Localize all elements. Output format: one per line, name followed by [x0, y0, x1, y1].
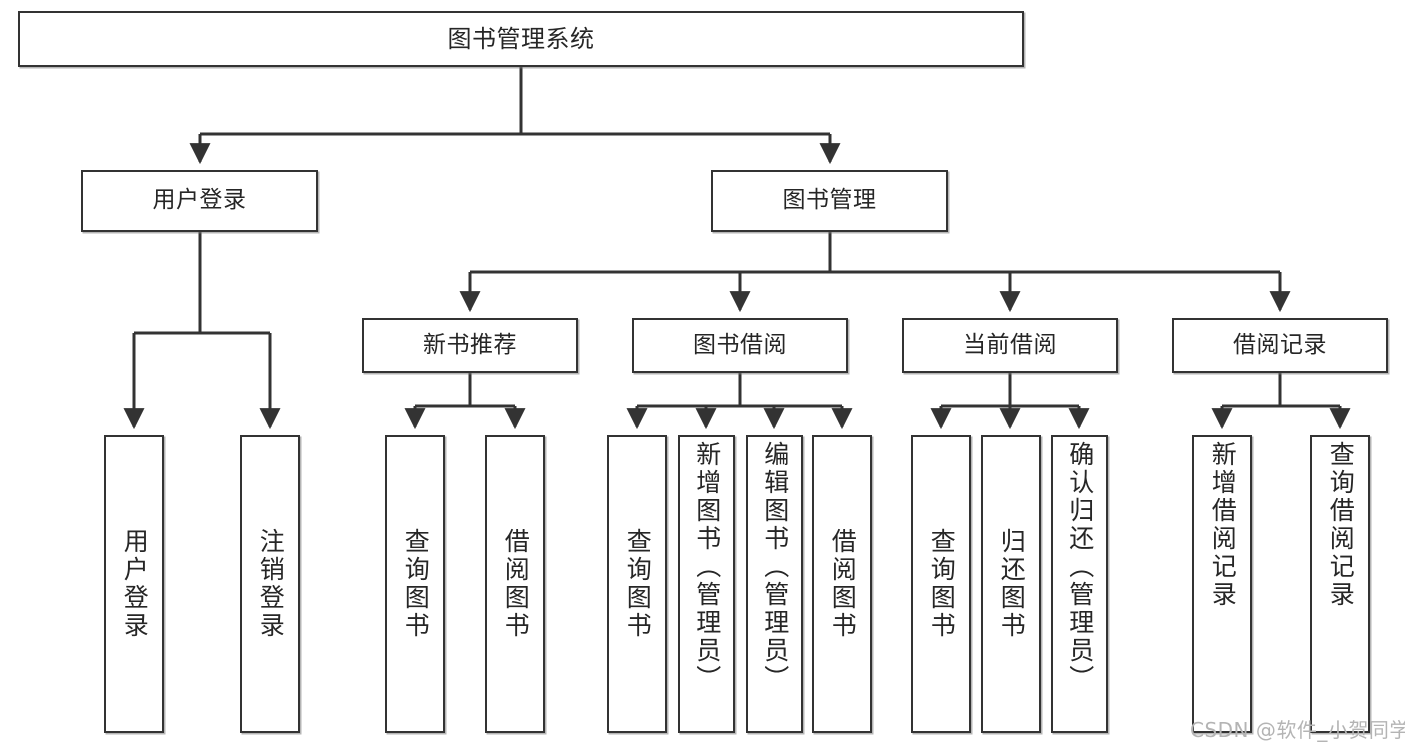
node-leaf-add-book-label: 新增图书（管理员）: [692, 441, 722, 693]
node-leaf-borrow-book-2-label: 借阅图书: [828, 528, 858, 640]
node-leaf-borrow-book-1[interactable]: 借阅图书: [485, 435, 545, 733]
node-book-manage-label: 图书管理: [782, 187, 877, 214]
node-borrow-record[interactable]: 借阅记录: [1172, 318, 1388, 373]
node-leaf-user-login[interactable]: 用户登录: [104, 435, 164, 733]
node-root[interactable]: 图书管理系统: [18, 11, 1024, 67]
node-leaf-edit-book[interactable]: 编辑图书（管理员）: [746, 435, 803, 733]
watermark: CSDN @软件_小贺同学: [1190, 718, 1405, 742]
node-user-login[interactable]: 用户登录: [81, 170, 318, 232]
node-leaf-query-book-3-label: 查询图书: [927, 528, 957, 640]
node-leaf-query-record[interactable]: 查询借阅记录: [1310, 435, 1370, 733]
node-leaf-add-book[interactable]: 新增图书（管理员）: [678, 435, 735, 733]
node-current-borrow-label: 当前借阅: [963, 331, 1057, 358]
node-leaf-return-book-label: 归还图书: [997, 528, 1027, 640]
node-leaf-borrow-book-2[interactable]: 借阅图书: [812, 435, 872, 733]
node-leaf-query-book-1-label: 查询图书: [401, 528, 431, 640]
node-leaf-query-book-1[interactable]: 查询图书: [385, 435, 445, 733]
node-leaf-query-book-2-label: 查询图书: [623, 528, 653, 640]
node-book-borrow[interactable]: 图书借阅: [632, 318, 848, 373]
node-leaf-confirm-return[interactable]: 确认归还（管理员）: [1051, 435, 1108, 733]
node-leaf-add-record-label: 新增借阅记录: [1208, 441, 1238, 609]
node-leaf-logout[interactable]: 注销登录: [240, 435, 300, 733]
node-new-book-recommend[interactable]: 新书推荐: [362, 318, 578, 373]
node-book-manage[interactable]: 图书管理: [711, 170, 948, 232]
node-leaf-confirm-return-label: 确认归还（管理员）: [1065, 441, 1095, 693]
node-leaf-user-login-label: 用户登录: [120, 528, 150, 640]
node-leaf-query-book-2[interactable]: 查询图书: [607, 435, 667, 733]
node-root-label: 图书管理系统: [447, 24, 595, 53]
node-borrow-record-label: 借阅记录: [1233, 331, 1327, 358]
node-new-book-recommend-label: 新书推荐: [423, 331, 517, 358]
node-current-borrow[interactable]: 当前借阅: [902, 318, 1118, 373]
node-leaf-query-book-3[interactable]: 查询图书: [911, 435, 971, 733]
node-book-borrow-label: 图书借阅: [693, 331, 787, 358]
node-leaf-query-record-label: 查询借阅记录: [1326, 441, 1356, 609]
node-leaf-logout-label: 注销登录: [256, 528, 286, 640]
node-leaf-add-record[interactable]: 新增借阅记录: [1192, 435, 1252, 733]
node-leaf-borrow-book-1-label: 借阅图书: [501, 528, 531, 640]
node-leaf-edit-book-label: 编辑图书（管理员）: [760, 441, 790, 693]
node-user-login-label: 用户登录: [152, 187, 247, 214]
node-leaf-return-book[interactable]: 归还图书: [981, 435, 1041, 733]
